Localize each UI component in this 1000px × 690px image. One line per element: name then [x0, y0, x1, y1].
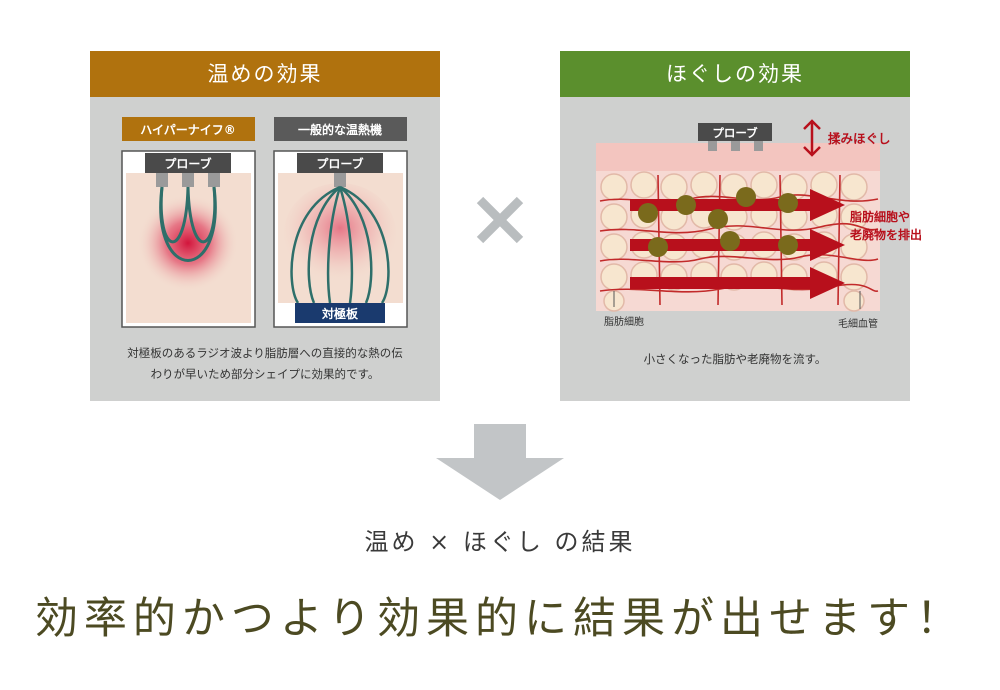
hyperknife-label-bg: [122, 117, 255, 141]
return-plate-label: 対極板: [321, 306, 359, 321]
return-plate: [295, 303, 385, 323]
capillaries-label: 毛細血管: [838, 317, 878, 330]
loosen-probe-label: プローブ: [712, 126, 758, 140]
field-lines: [290, 185, 390, 304]
warming-effect-title: 温めの効果: [90, 51, 440, 97]
flow-arrow: [630, 189, 845, 221]
hyperknife-probe: [145, 153, 231, 173]
focused-heat-zone: [138, 195, 238, 291]
waste-particles: [638, 187, 798, 257]
fat-cells-label: 脂肪細胞: [604, 315, 644, 328]
hyperknife-label: ハイパーナイフ®: [140, 123, 236, 137]
warming-caption: 対極板のあるラジオ波より脂肪層への直接的な熱の伝 わりが早いため部分シェイプに効…: [90, 343, 440, 385]
warming-caption-line1: 対極板のあるラジオ波より脂肪層への直接的な熱の伝: [127, 346, 403, 360]
flow-arrow: [630, 267, 845, 299]
loosening-effect-title: ほぐしの効果: [560, 51, 910, 97]
expel-label-line1: 脂肪細胞や: [849, 209, 910, 224]
warming-caption-line2: わりが早いため部分シェイプに効果的です。: [150, 367, 380, 381]
rf-current-line: [159, 186, 217, 262]
massage-label: 揉みほぐし: [828, 131, 891, 146]
loosening-illustration: プローブ 揉みほぐし 脂肪細胞や 老廃物を排出 脂肪細胞 毛細血管: [596, 119, 922, 330]
result-headline: 効率的かつより効果的に結果が出せます！: [34, 594, 966, 644]
wide-heat-zone: [284, 183, 396, 283]
loosening-effect-panel: ほぐしの効果: [560, 51, 922, 401]
general-device-label: 一般的な温熱機: [298, 122, 382, 137]
general-device-label-bg: [274, 117, 407, 141]
general-device-probe-label: プローブ: [316, 156, 363, 171]
warming-effect-panel: 温めの効果 ハイパーナイフ® プローブ: [90, 51, 440, 401]
up-down-arrow-icon: [803, 119, 821, 157]
hyperknife-probe-label: プローブ: [164, 156, 211, 171]
warming-illustration: ハイパーナイフ® プローブ 一般的な温熱機 プローブ 対極板: [121, 117, 408, 328]
loosen-probe: [698, 123, 772, 141]
loosening-caption: 小さくなった脂肪や老廃物を流す。: [643, 352, 827, 366]
expel-label-line2: 老廃物を排出: [850, 227, 922, 242]
result-subtitle: 温め × ほぐし の結果: [364, 528, 636, 556]
down-arrow-icon: [436, 424, 564, 500]
multiply-icon: [476, 196, 524, 244]
general-device-probe: [297, 153, 383, 173]
